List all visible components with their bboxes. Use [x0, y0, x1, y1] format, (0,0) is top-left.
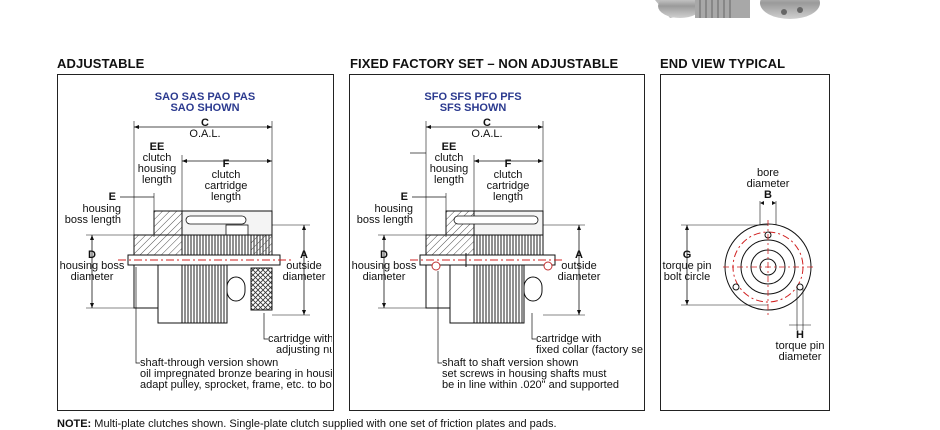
fixed-shown: SFS SHOWN	[440, 102, 507, 114]
svg-text:housing: housing	[82, 203, 121, 215]
svg-text:bore: bore	[757, 167, 779, 179]
panel-adjustable: SAO SAS PAO PAS SAO SHOWN C O.A.L. EE cl…	[57, 74, 334, 411]
svg-text:fixed collar (factory set): fixed collar (factory set)	[536, 344, 643, 356]
endview-drawing: bore diameter B G torque pin bolt circle	[663, 167, 825, 363]
dim-e-letter: E	[109, 191, 116, 203]
section-title-adjustable: ADJUSTABLE	[57, 56, 145, 71]
dim-a-letter: A	[300, 249, 308, 261]
dim-f-letter: F	[223, 158, 230, 170]
dim-d-letter: D	[88, 249, 96, 261]
svg-text:diameter: diameter	[747, 178, 790, 190]
adjustable-clutch-body	[133, 210, 273, 324]
svg-text:outside: outside	[561, 260, 596, 272]
svg-text:shaft-through version shown: shaft-through version shown	[140, 357, 278, 369]
svg-text:shaft to shaft version shown: shaft to shaft version shown	[442, 357, 578, 369]
svg-text:diameter: diameter	[283, 271, 326, 283]
svg-text:length: length	[211, 191, 241, 203]
fixed-models: SFO SFS PFO PFS	[424, 91, 521, 103]
svg-text:H: H	[796, 329, 804, 341]
svg-text:set screws in housing shafts m: set screws in housing shafts must	[442, 368, 606, 380]
svg-text:cartridge: cartridge	[205, 180, 248, 192]
svg-text:adjusting nut: adjusting nut	[276, 344, 332, 356]
svg-text:adapt pulley, sprocket, frame,: adapt pulley, sprocket, frame, etc. to b…	[140, 379, 332, 391]
svg-text:torque pin: torque pin	[776, 340, 825, 352]
svg-text:torque pin: torque pin	[663, 260, 712, 272]
svg-text:housing: housing	[430, 163, 469, 175]
svg-text:clutch: clutch	[435, 152, 464, 164]
svg-text:C: C	[483, 117, 491, 129]
svg-text:D: D	[380, 249, 388, 261]
svg-text:clutch: clutch	[494, 169, 523, 181]
svg-text:housing: housing	[374, 203, 413, 215]
svg-text:diameter: diameter	[71, 271, 114, 283]
adjustable-models: SAO SAS PAO PAS	[155, 91, 255, 103]
svg-text:B: B	[764, 189, 772, 201]
svg-text:housing: housing	[138, 163, 177, 175]
svg-text:clutch: clutch	[212, 169, 241, 181]
svg-text:cartridge: cartridge	[487, 180, 530, 192]
svg-text:housing boss: housing boss	[352, 260, 417, 272]
dim-c-letter: C	[201, 117, 209, 129]
panel-fixed: SFO SFS PFO PFS SFS SHOWN C O.A.L. EE cl…	[349, 74, 645, 411]
svg-text:G: G	[683, 249, 692, 261]
adjustable-drawing: SAO SAS PAO PAS SAO SHOWN C O.A.L. EE cl…	[60, 91, 332, 391]
svg-text:O.A.L.: O.A.L.	[471, 128, 502, 140]
section-title-fixed: FIXED FACTORY SET – NON ADJUSTABLE	[350, 56, 619, 71]
svg-text:E: E	[401, 191, 408, 203]
dim-c-label: O.A.L.	[189, 128, 220, 140]
svg-text:boss length: boss length	[65, 214, 121, 226]
note: NOTE: Multi-plate clutches shown. Single…	[57, 418, 557, 430]
section-title-endview: END VIEW TYPICAL	[660, 56, 786, 71]
product-photo	[655, 0, 820, 19]
svg-text:diameter: diameter	[363, 271, 406, 283]
svg-text:length: length	[142, 174, 172, 186]
svg-text:diameter: diameter	[779, 351, 822, 363]
svg-text:A: A	[575, 249, 583, 261]
svg-text:clutch: clutch	[143, 152, 172, 164]
fixed-clutch-body	[425, 210, 544, 324]
svg-text:EE: EE	[442, 141, 457, 153]
svg-text:length: length	[493, 191, 523, 203]
svg-text:oil impregnated bronze bearing: oil impregnated bronze bearing in housin…	[140, 368, 332, 380]
note-text: Multi-plate clutches shown. Single-plate…	[94, 418, 557, 430]
svg-text:cartridge with: cartridge with	[536, 333, 601, 345]
svg-text:outside: outside	[286, 260, 321, 272]
note-label: NOTE:	[57, 418, 92, 430]
panel-endview: bore diameter B G torque pin bolt circle	[660, 74, 830, 411]
svg-text:F: F	[505, 158, 512, 170]
svg-text:length: length	[434, 174, 464, 186]
adjustable-shown: SAO SHOWN	[170, 102, 239, 114]
svg-text:be in line within .020" and su: be in line within .020" and supported	[442, 379, 619, 391]
svg-text:boss length: boss length	[357, 214, 413, 226]
svg-text:cartridge with: cartridge with	[268, 333, 332, 345]
dim-ee-letter: EE	[150, 141, 165, 153]
fixed-drawing: SFO SFS PFO PFS SFS SHOWN C O.A.L. EE cl…	[352, 91, 643, 391]
svg-text:housing boss: housing boss	[60, 260, 125, 272]
svg-text:bolt circle: bolt circle	[664, 271, 710, 283]
svg-text:diameter: diameter	[558, 271, 601, 283]
